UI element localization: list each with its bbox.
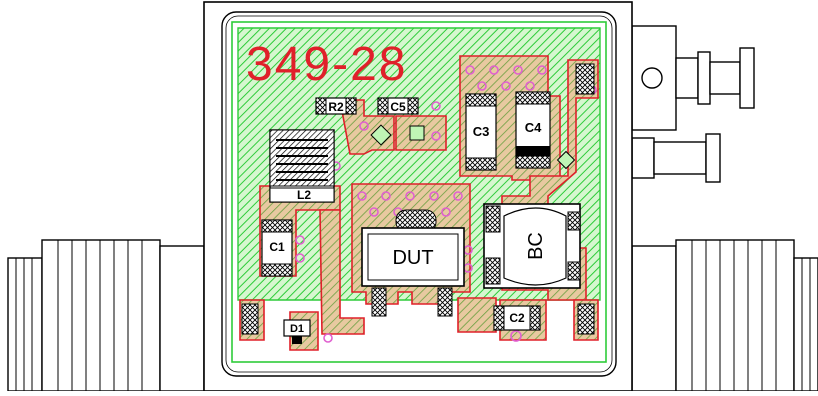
- c2-label: C2: [509, 311, 525, 325]
- capacitor-c5: C5: [377, 97, 419, 115]
- bc-label: BC: [525, 232, 547, 260]
- r2-label: R2: [328, 100, 344, 114]
- capacitor-c2: C2: [493, 305, 541, 331]
- dut-device: DUT: [361, 209, 465, 317]
- bias-pin-icon: [631, 25, 755, 183]
- sma-connector-left-icon: [7, 239, 205, 392]
- diode-d1: D1: [283, 319, 311, 344]
- dut-label: DUT: [392, 247, 433, 269]
- circle-terminal-icon: [641, 67, 663, 89]
- c4-label: C4: [525, 120, 542, 135]
- c5-label: C5: [390, 100, 406, 114]
- c1-label: C1: [269, 240, 285, 254]
- inductor-l2: L2: [269, 129, 335, 203]
- capacitor-c1: C1: [261, 219, 293, 277]
- resistor-r2: R2: [315, 97, 357, 115]
- capacitor-c4: C4: [515, 91, 551, 169]
- sma-connector-right-icon: [631, 239, 818, 392]
- l2-label: L2: [297, 188, 311, 202]
- part-number-label: 349-28: [246, 38, 407, 91]
- d1-label: D1: [290, 323, 304, 335]
- bias-choke-bc: BC: [483, 203, 581, 289]
- capacitor-c3: C3: [465, 93, 497, 171]
- c3-label: C3: [473, 124, 490, 139]
- pad-squares: [370, 124, 576, 170]
- edge-pads: [241, 63, 595, 335]
